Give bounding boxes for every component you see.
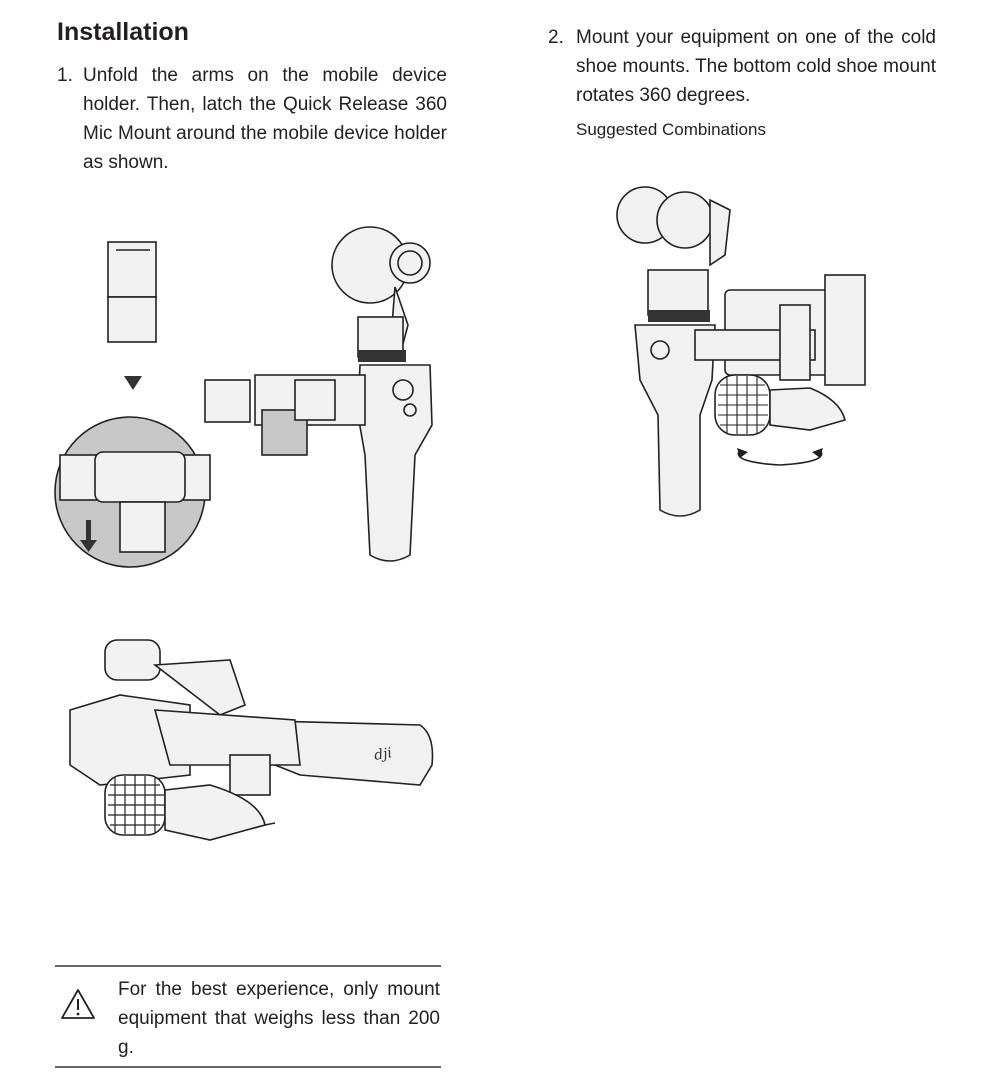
step-2: 2. Mount your equipment on one of the co…: [548, 23, 936, 110]
step-number: 2.: [548, 27, 564, 48]
page-title: Installation: [57, 18, 189, 46]
gimbal-with-mount-illustration: [204, 226, 433, 562]
suggested-combination-illustration: [616, 186, 866, 517]
gimbal-with-mic-illustration: dji: [69, 639, 434, 841]
step-text: Unfold the arms on the mobile device hol…: [83, 65, 447, 173]
warning-text: For the best experience, only mount equi…: [118, 979, 440, 1058]
step-1: 1. Unfold the arms on the mobile device …: [57, 61, 447, 177]
suggested-combinations-heading: Suggested Combinations: [576, 120, 766, 139]
mic-mount-latch-illustration: [54, 241, 211, 568]
warning-top-divider: [55, 965, 441, 967]
step-number: 1.: [57, 65, 73, 86]
rotation-arrow-icon: [737, 449, 823, 466]
dji-logo: dji: [373, 745, 393, 764]
warning-triangle-icon: [61, 989, 95, 1019]
step-text: Mount your equipment on one of the cold …: [576, 27, 936, 106]
down-arrow-icon: [124, 376, 142, 390]
warning-bottom-divider: [55, 1066, 441, 1068]
